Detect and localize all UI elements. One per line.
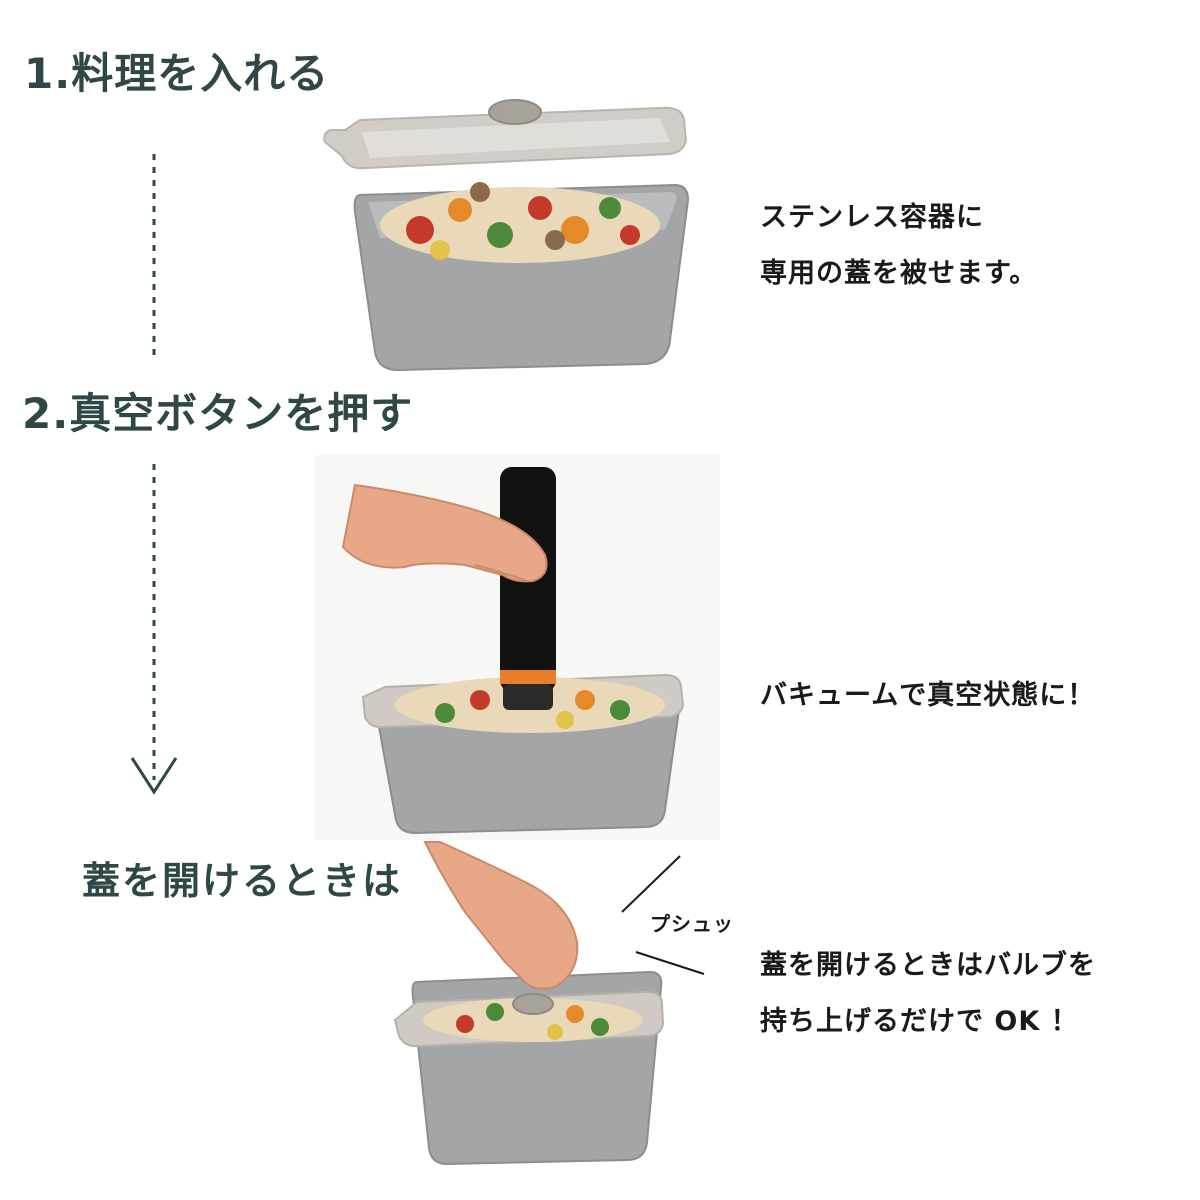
step2-number: 2. — [22, 389, 70, 438]
flow-dotted-arrow — [130, 464, 178, 795]
step1-caption-line2: 専用の蓋を被せます。 — [760, 258, 1038, 289]
step2-caption: バキュームで真空状態に！ — [760, 680, 1096, 711]
opening-caption: 蓋を開けるときはバルブを 持ち上げるだけで OK ！ — [760, 938, 1096, 1050]
step1-caption-line1: ステンレス容器に — [760, 202, 984, 233]
sound-effect-text: プシュッ — [650, 912, 734, 936]
step2-title: 真空ボタンを押す — [69, 389, 414, 438]
valve-opening-illustration — [393, 841, 665, 1166]
flow-dotted-line-top — [152, 154, 156, 362]
opening-caption-line1: 蓋を開けるときはバルブを — [760, 950, 1096, 981]
sound-effect-lines — [621, 855, 705, 975]
step2-heading: 2.真空ボタンを押す — [22, 380, 413, 441]
step1-heading: 1.料理を入れる — [24, 40, 329, 101]
step1-number: 1. — [24, 49, 72, 98]
vacuum-device-illustration — [315, 455, 720, 840]
opening-heading: 蓋を開けるときは — [82, 859, 403, 903]
step1-title: 料理を入れる — [71, 49, 330, 98]
step1-caption: ステンレス容器に 専用の蓋を被せます。 — [760, 190, 1037, 302]
opening-caption-line2: 持ち上げるだけで OK ！ — [760, 1006, 1079, 1037]
container-with-lid-illustration — [323, 99, 690, 372]
